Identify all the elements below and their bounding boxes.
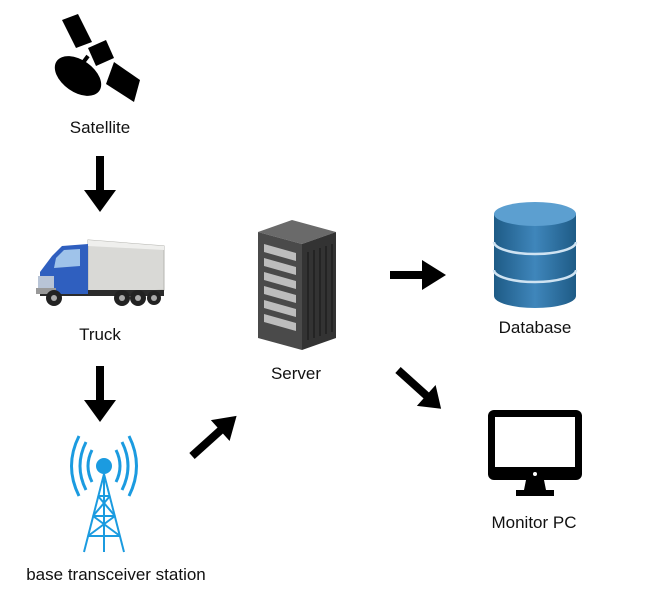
cell-tower-icon	[70, 435, 138, 553]
server-label: Server	[270, 364, 322, 383]
database-icon	[492, 202, 578, 308]
truck-label: Truck	[79, 325, 121, 344]
database-label: Database	[498, 318, 572, 337]
bts-label: base transceiver station	[26, 565, 206, 584]
satellite-label: Satellite	[69, 118, 131, 137]
arrow-server-to-database	[390, 260, 446, 290]
monitor-label: Monitor PC	[491, 513, 577, 532]
monitor-icon	[488, 410, 582, 496]
arrow-satellite-to-truck	[84, 156, 116, 212]
server-rack-icon	[258, 220, 336, 350]
arrow-bts-to-server	[189, 415, 237, 459]
arrow-server-to-monitor	[395, 367, 442, 409]
truck-icon	[36, 239, 165, 306]
satellite-icon	[54, 14, 140, 102]
arrow-truck-to-bts	[84, 366, 116, 422]
